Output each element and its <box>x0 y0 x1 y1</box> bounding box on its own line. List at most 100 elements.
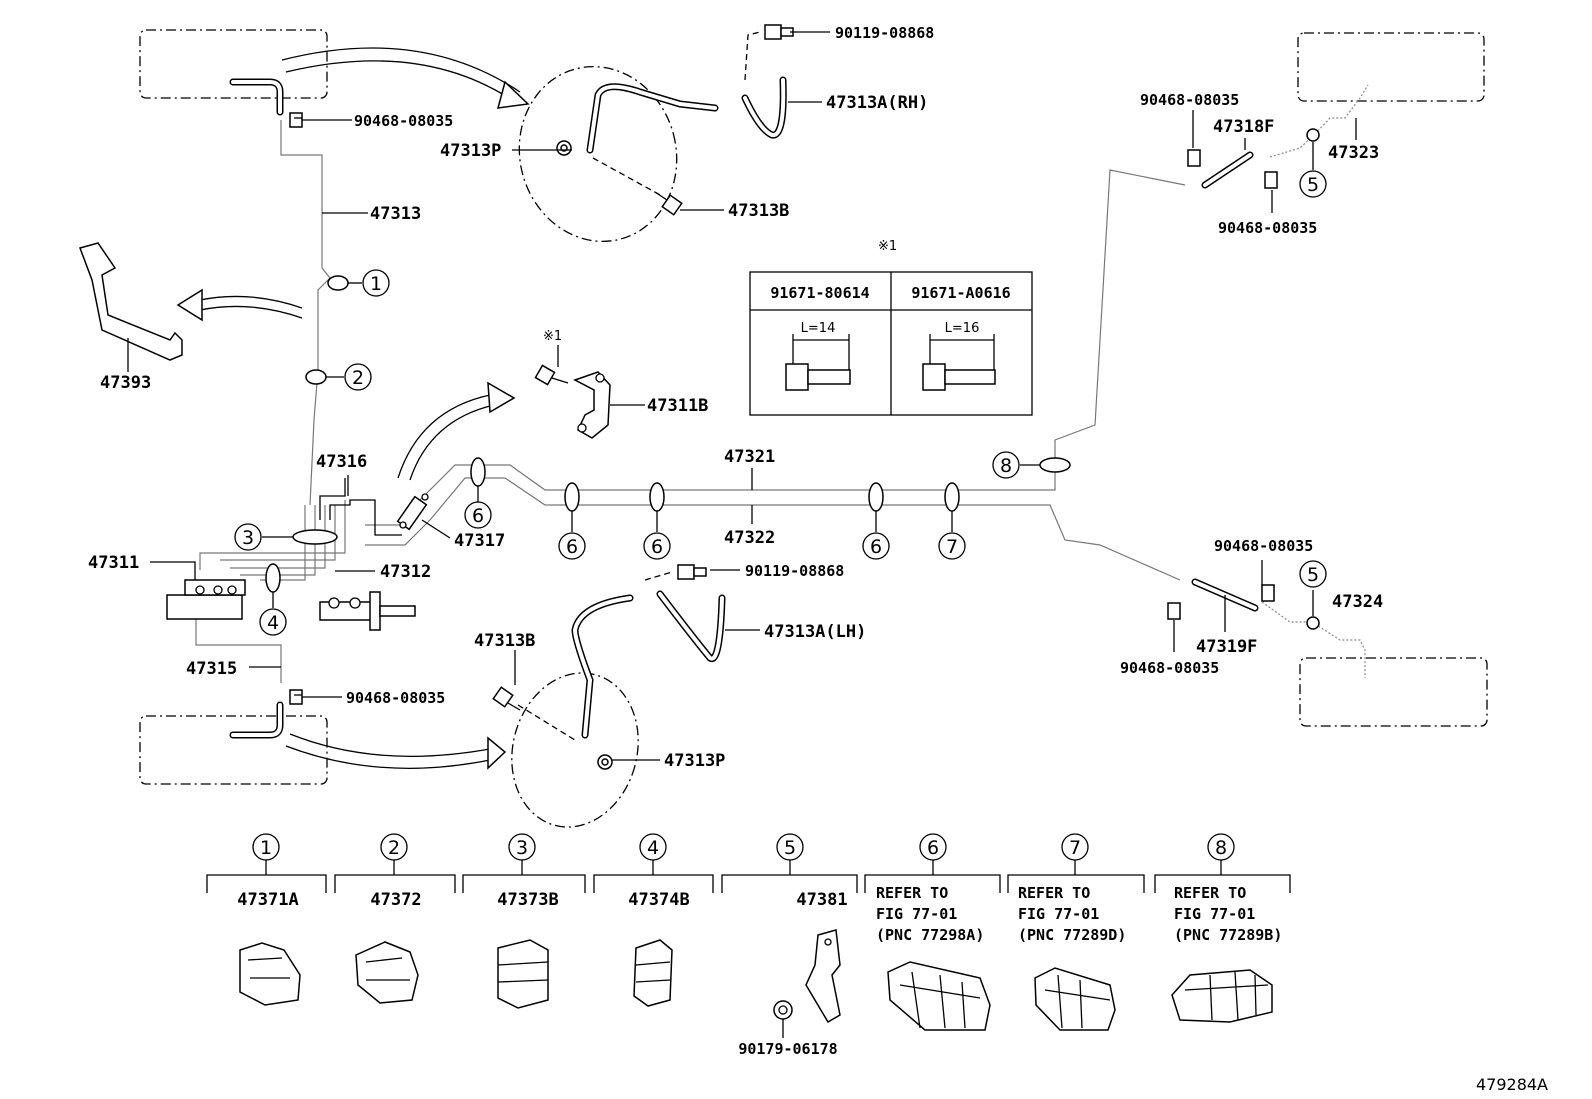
note-mark-47311B: ※1 <box>543 329 562 344</box>
legend-6-ref-line-2: FIG 77-01 <box>876 905 957 923</box>
label-47318F: 47318F <box>1213 117 1274 137</box>
arrow-to-front-left <box>285 733 507 770</box>
svg-text:2: 2 <box>352 367 364 389</box>
svg-text:4: 4 <box>267 612 279 634</box>
washer-47313P-bottom <box>597 754 613 770</box>
label-47393: 47393 <box>100 373 151 393</box>
label-90119-top: 90119-08868 <box>835 24 934 42</box>
svg-text:6: 6 <box>566 536 578 558</box>
bolt-47313B-top <box>654 191 683 216</box>
bolt-table-col1-length: L=14 <box>801 321 836 336</box>
label-90468-br1: 90468-08035 <box>1214 537 1313 555</box>
clamp-6c-pos <box>649 482 665 512</box>
bolt-table-note-mark: ※1 <box>878 239 897 254</box>
label-47317: 47317 <box>454 531 505 551</box>
label-47323: 47323 <box>1328 143 1379 163</box>
bolt-table: ※1 91671-80614 91671-A0616 L=14 L=16 <box>749 239 1033 416</box>
pipe-bundle <box>199 500 346 581</box>
pipe-47313 <box>280 120 331 506</box>
callout-2: 2 <box>344 363 372 391</box>
legend-1-part: 47371A <box>237 890 298 910</box>
pipe-rear-right <box>1269 84 1369 158</box>
bolt-90119-bottom <box>677 564 707 580</box>
legend-6-ref-line-3: (PNC 77298A) <box>876 926 984 944</box>
legend-5-sub-part: 90179-06178 <box>738 1040 837 1058</box>
rear-left-region-box <box>1299 657 1488 727</box>
bolt-table-col2-part: 91671-A0616 <box>911 284 1010 302</box>
legend-8-ref-line-3: (PNC 77289B) <box>1174 926 1282 944</box>
label-90468-tr2: 90468-08035 <box>1218 219 1317 237</box>
callout-3: 3 <box>234 523 262 551</box>
bolt-47313B-bottom <box>492 686 521 711</box>
clamp-2-pos <box>305 369 327 385</box>
bolt-90119-top <box>764 24 794 40</box>
callout-7: 7 <box>938 532 966 560</box>
svg-text:6: 6 <box>870 536 882 558</box>
label-47319F: 47319F <box>1196 637 1257 657</box>
callout-6b: 6 <box>558 532 586 560</box>
legend-item-3: 3 47373B <box>462 833 586 1009</box>
label-90468-bl: 90468-08035 <box>346 689 445 707</box>
label-47313P-bottom: 47313P <box>664 751 725 771</box>
arrow-to-47311B <box>397 381 516 481</box>
clamp-6d-pos <box>868 482 884 512</box>
label-47321: 47321 <box>724 447 775 467</box>
front-right-wheel-outline <box>518 65 678 243</box>
union-47317 <box>396 493 429 531</box>
clamp-5a-pos <box>1306 128 1320 142</box>
bolt-table-col1-part: 91671-80614 <box>770 284 869 302</box>
label-47315: 47315 <box>186 659 237 679</box>
legend-item-8: 8 REFER TO FIG 77-01 (PNC 77289B) <box>1154 833 1291 1023</box>
legend-item-1: 1 47371A <box>206 833 327 1006</box>
figure-id: 479284A <box>1476 1075 1548 1094</box>
legend-4-part: 47374B <box>628 890 689 910</box>
callout-8: 8 <box>992 451 1020 479</box>
clamp-6b-pos <box>564 482 580 512</box>
washer-47313P-top <box>556 140 572 156</box>
clamp-5b-pos <box>1306 616 1320 630</box>
legend-item-5: 5 47381 90179-06178 <box>721 833 858 1058</box>
bracket-47393 <box>79 242 183 361</box>
clip-90468-bl <box>289 689 303 705</box>
svg-text:3: 3 <box>242 527 254 549</box>
leader-lines <box>127 31 1357 761</box>
legend-item-6: 6 REFER TO FIG 77-01 (PNC 77298A) <box>864 833 1001 1031</box>
arrow-to-front-right <box>281 47 530 109</box>
master-cylinder <box>166 579 246 620</box>
label-47313: 47313 <box>370 204 421 224</box>
clamp-4-pos <box>265 563 281 593</box>
label-90468-br2: 90468-08035 <box>1120 659 1219 677</box>
label-47312: 47312 <box>380 562 431 582</box>
svg-text:8: 8 <box>1000 455 1012 477</box>
label-90468-tl: 90468-08035 <box>354 112 453 130</box>
svg-text:1: 1 <box>260 837 272 859</box>
svg-text:5: 5 <box>784 837 796 859</box>
legend-2-part: 47372 <box>370 890 421 910</box>
front-left-region-box <box>139 715 328 785</box>
label-47322: 47322 <box>724 528 775 548</box>
label-47313B-top: 47313B <box>728 201 789 221</box>
legend-item-4: 4 47374B <box>593 833 714 1007</box>
svg-text:7: 7 <box>1069 837 1081 859</box>
arrow-to-bracket-47393 <box>176 288 303 322</box>
label-47313A-lh: 47313A(LH) <box>764 622 866 642</box>
clamp-1-pos <box>327 275 349 291</box>
pipe-47322 <box>365 477 1181 581</box>
callout-6a: 6 <box>464 501 492 529</box>
bracket-47311B <box>534 364 611 439</box>
label-47313B-bottom: 47313B <box>474 631 535 651</box>
callout-6d: 6 <box>862 532 890 560</box>
svg-text:2: 2 <box>388 837 400 859</box>
legend-7-ref-line-1: REFER TO <box>1018 884 1090 902</box>
svg-text:4: 4 <box>647 837 659 859</box>
legend-8-ref-line-1: REFER TO <box>1174 884 1246 902</box>
legend-8-ref-line-2: FIG 77-01 <box>1174 905 1255 923</box>
pipe-47316 <box>319 478 402 536</box>
clamp-7-pos <box>944 482 960 512</box>
legend: 1 47371A 2 47372 3 47373B <box>206 833 1291 1058</box>
label-47311: 47311 <box>88 553 139 573</box>
label-47316: 47316 <box>316 452 367 472</box>
bolt-table-col2-length: L=16 <box>945 321 980 336</box>
svg-text:1: 1 <box>370 273 382 295</box>
